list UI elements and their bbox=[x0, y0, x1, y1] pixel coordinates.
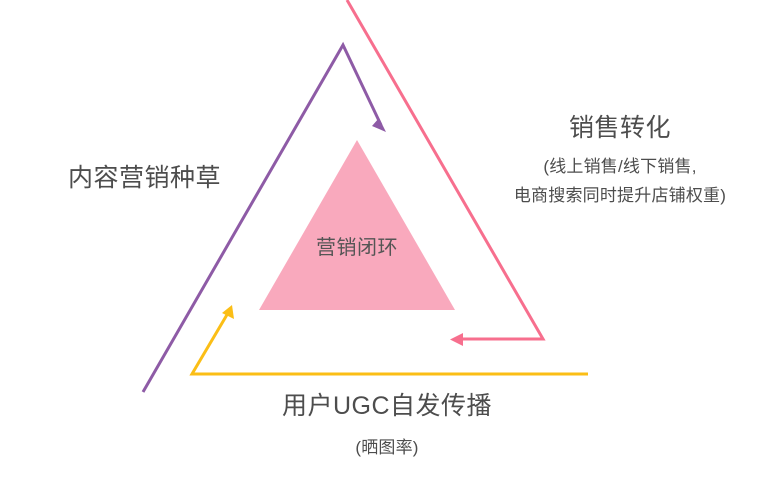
sales-conversion-arrow-head bbox=[450, 333, 463, 346]
node-label-sales-conversion: 销售转化 bbox=[568, 114, 671, 142]
node-label-content-marketing: 内容营销种草 bbox=[68, 164, 222, 192]
center-triangle-shape bbox=[259, 140, 455, 310]
center-triangle-label: 营销闭环 bbox=[316, 237, 398, 259]
sales-conversion-arrow bbox=[345, 0, 546, 346]
content-marketing-arrow bbox=[141, 41, 386, 393]
node-note-ugc-spread: (晒图率) bbox=[355, 437, 419, 457]
content-marketing-arrow-head bbox=[372, 118, 386, 132]
ugc-spread-arrow-head bbox=[222, 305, 234, 319]
ugc-spread-arrow bbox=[189, 305, 588, 376]
sales-conversion-arrow-line bbox=[345, 0, 546, 341]
node-group-sales-conversion: 销售转化 (线上销售/线下销售, 电商搜索同时提升店铺权重) bbox=[474, 112, 766, 208]
node-note-sales-conversion-line2: 电商搜索同时提升店铺权重) bbox=[513, 185, 727, 205]
node-group-ugc-spread: 用户UGC自发传播 (晒图率) bbox=[187, 390, 587, 460]
node-label-ugc-spread: 用户UGC自发传播 bbox=[281, 392, 493, 420]
content-marketing-arrow-line bbox=[141, 41, 383, 393]
node-note-sales-conversion-line1: (线上销售/线下销售, bbox=[543, 156, 697, 176]
ugc-spread-arrow-line bbox=[189, 312, 588, 376]
